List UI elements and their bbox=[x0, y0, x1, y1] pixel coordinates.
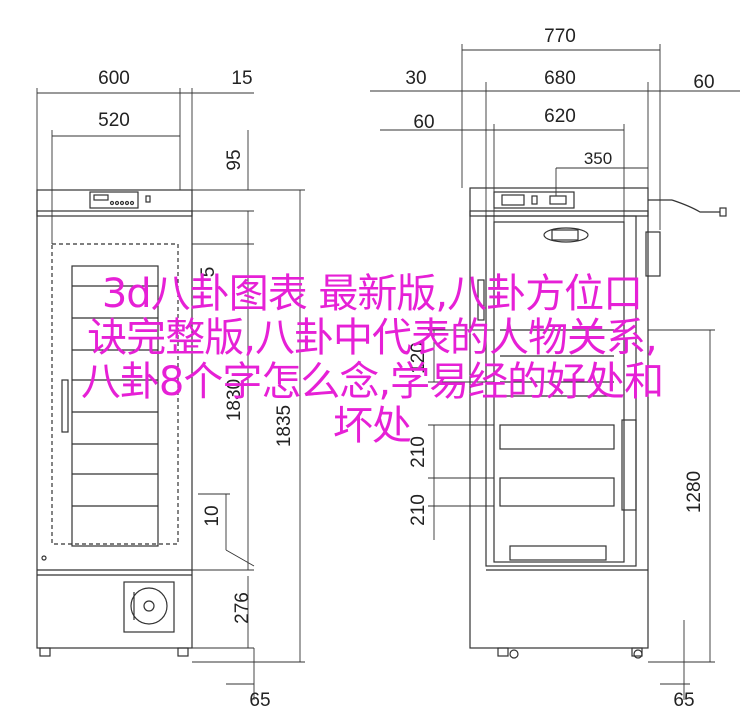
dim-width-680: 680 bbox=[544, 68, 576, 89]
dim-height-210-b: 210 bbox=[408, 494, 429, 526]
dim-foot-65-side: 65 bbox=[673, 690, 694, 711]
dim-foot-65-front: 65 bbox=[249, 690, 270, 711]
front-view-dimension-lines bbox=[36, 88, 305, 700]
dim-width-770: 770 bbox=[544, 26, 576, 47]
overlay-title: 3d八卦图表 最新版,八卦方位口 诀完整版,八卦中代表的人物关系, 八卦8个字怎… bbox=[0, 272, 744, 448]
dim-width-30: 30 bbox=[405, 68, 426, 89]
side-view-dimension-lines bbox=[370, 44, 740, 700]
overlay-title-line-1: 3d八卦图表 最新版,八卦方位口 bbox=[101, 271, 643, 317]
dim-height-120: 120 bbox=[408, 342, 429, 374]
overlay-title-line-2: 诀完整版,八卦中代表的人物关系, bbox=[87, 315, 657, 361]
dim-width-620: 620 bbox=[544, 106, 576, 127]
dim-height-210-a: 210 bbox=[408, 436, 429, 468]
overlay-title-line-3: 八卦8个字怎么念,学易经的好处和 bbox=[80, 359, 664, 405]
overlay-title-line-4: 坏处 bbox=[333, 403, 412, 449]
dim-width-350: 350 bbox=[584, 149, 612, 168]
dim-width-15: 15 bbox=[231, 68, 252, 89]
dim-width-60-left: 60 bbox=[413, 112, 434, 133]
side-view-cabinet bbox=[469, 187, 727, 659]
dim-height-95: 95 bbox=[224, 149, 245, 170]
dim-height-1280: 1280 bbox=[684, 471, 705, 513]
dim-height-1830: 1830 bbox=[224, 379, 245, 421]
dim-height-10: 10 bbox=[202, 505, 223, 526]
dim-width-520: 520 bbox=[98, 110, 130, 131]
front-view-cabinet bbox=[36, 189, 193, 657]
dim-height-1835: 1835 bbox=[274, 405, 295, 447]
dim-width-60-right: 60 bbox=[693, 72, 714, 93]
dim-width-600: 600 bbox=[98, 68, 130, 89]
dim-height-276: 276 bbox=[232, 592, 253, 624]
dim-height-5: 5 bbox=[198, 267, 219, 278]
